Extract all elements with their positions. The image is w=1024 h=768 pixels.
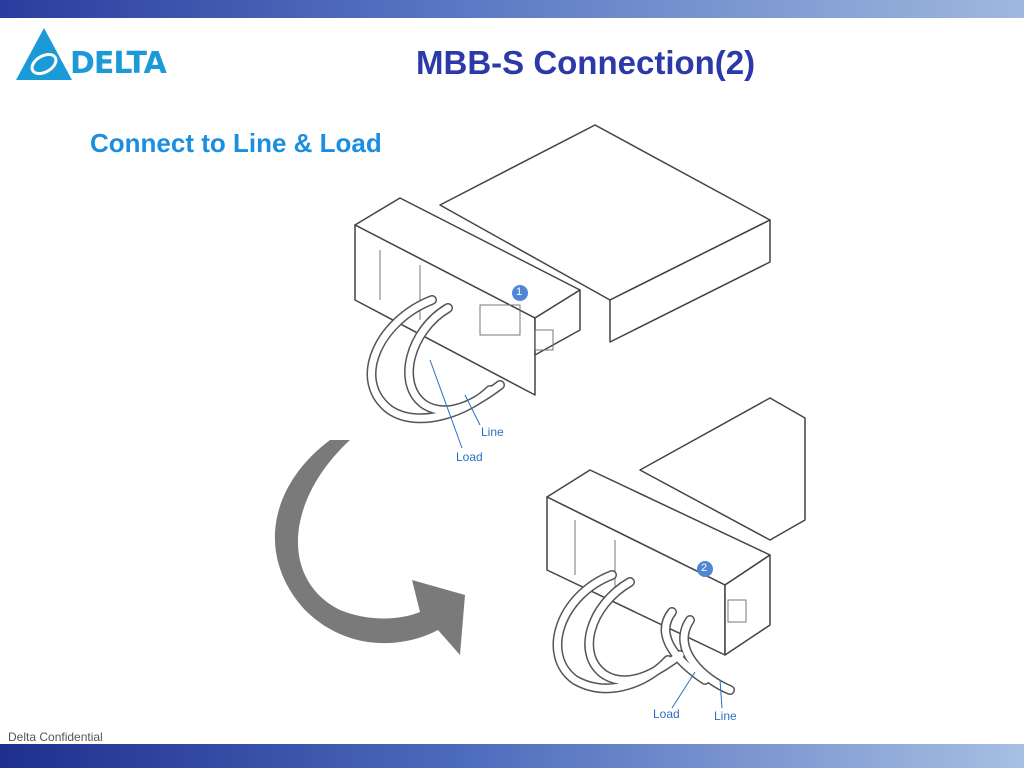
- figure-1-load-label: Load: [456, 450, 483, 464]
- figure-1-line-label: Line: [481, 425, 504, 439]
- logo-text: DELTA: [70, 46, 167, 81]
- slide-subtitle: Connect to Line & Load: [90, 128, 382, 158]
- slide-title: MBB-S Connection(2): [416, 44, 756, 81]
- delta-logo-icon: [16, 28, 72, 80]
- figure-2-load-label: Load: [653, 707, 680, 721]
- top-banner: [0, 0, 1024, 18]
- figure-2-line-label: Line: [714, 709, 737, 723]
- step-1-badge: 1: [516, 286, 523, 298]
- footer-confidential: Delta Confidential: [8, 730, 103, 744]
- step-2-badge: 2: [701, 562, 708, 574]
- bottom-banner: [0, 744, 1024, 768]
